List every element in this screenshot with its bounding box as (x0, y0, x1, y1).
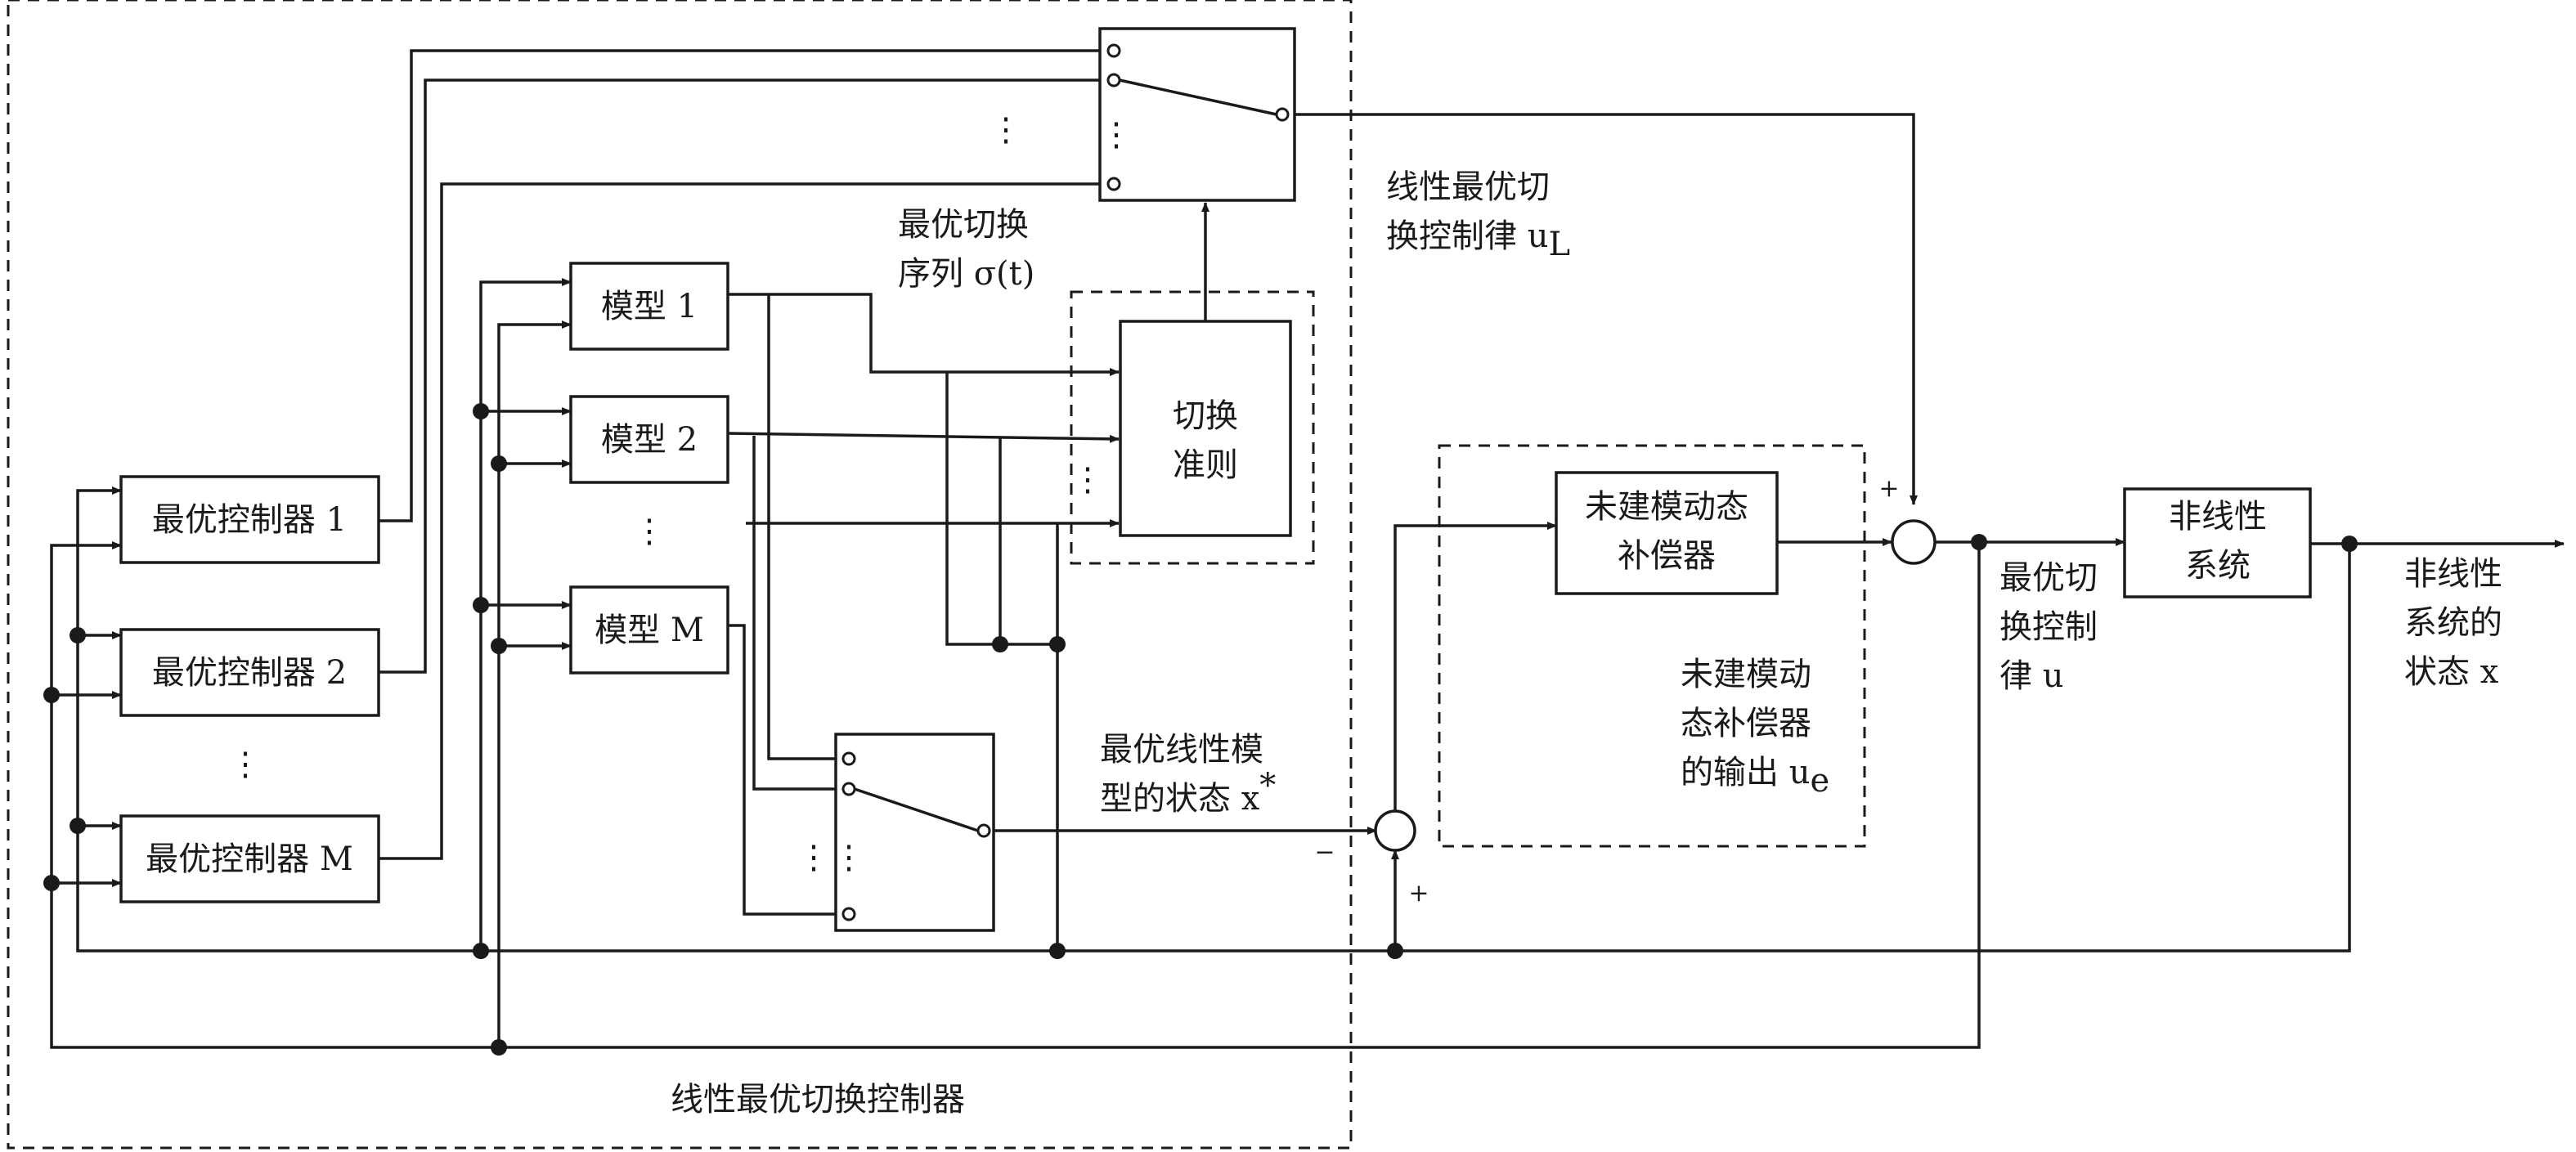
control-summing-junction (1891, 519, 1936, 565)
xstar-label-line-1: 最优线性模 (1100, 731, 1263, 769)
u-label-line-3: 律 u (1999, 657, 2063, 695)
junction-dots (43, 403, 2358, 1056)
model-1: 模型 1 (569, 262, 729, 351)
compensator-line-2: 补偿器 (1618, 537, 1716, 575)
controller-2-label: 最优控制器 2 (152, 654, 347, 692)
linear-optimal-switching-controller-region (7, 0, 1353, 1150)
model-m-label: 模型 M (595, 612, 704, 649)
unmodeled-dynamics-compensator: 未建模动态 补偿器 (1555, 471, 1779, 595)
outer-region-caption: 线性最优切换控制器 (671, 1081, 965, 1118)
signal-wires (50, 49, 2565, 1049)
criterion-line-1: 切换 (1173, 397, 1238, 435)
error-summing-junction (1374, 809, 1416, 852)
u-label-line-2: 换控制 (1999, 608, 2098, 646)
upper-plus-sign: + (1878, 474, 1899, 503)
optimal-controller-2: 最优控制器 2 (119, 628, 380, 717)
plant-line-2: 系统 (2185, 547, 2251, 585)
ue-label: 未建模动 态补偿器 的输出 ue (1681, 656, 1829, 800)
uL-label-line-2: 换控制律 uL (1386, 217, 1570, 263)
model-2: 模型 2 (569, 395, 729, 484)
upper-ellipsis: ⋮ (990, 111, 1022, 149)
ue-label-line-2: 态补偿器 (1681, 705, 1811, 742)
sigma-label-line-1: 最优切换 (898, 206, 1029, 244)
xstar-label: 最优线性模 型的状态 x* (1100, 731, 1276, 818)
model-2-label: 模型 2 (601, 421, 698, 459)
criterion-line-2: 准则 (1173, 446, 1238, 484)
model-ellipsis: ⋮ (633, 513, 666, 550)
switching-criterion-block: 切换 准则 ⋮ (1071, 320, 1292, 537)
plant-line-1: 非线性 (2169, 498, 2267, 536)
controller-ellipsis: ⋮ (229, 746, 262, 783)
uL-label: 线性最优切 换控制律 uL (1386, 168, 1570, 263)
controller-1-label: 最优控制器 1 (152, 501, 347, 539)
optimal-controller-m: 最优控制器 M (119, 814, 380, 903)
u-label: 最优切 换控制 律 u (1999, 559, 2098, 695)
lower-ellipsis: ⋮ (797, 839, 830, 876)
switch-port-ellipsis: ⋮ (1100, 116, 1133, 154)
ue-label-line-1: 未建模动 (1681, 656, 1811, 693)
ue-label-line-3: 的输出 ue (1681, 754, 1829, 800)
x-label-line-1: 非线性 (2404, 555, 2502, 593)
x-label-line-2: 系统的 (2404, 604, 2502, 642)
lower-plus-sign: + (1408, 879, 1429, 908)
controller-m-label: 最优控制器 M (146, 840, 353, 878)
xstar-label-line-2: 型的状态 x* (1100, 767, 1276, 818)
switching-criterion-region (1070, 290, 1315, 565)
optimal-controller-1: 最优控制器 1 (119, 475, 380, 564)
criterion-input-ellipsis: ⋮ (1071, 461, 1104, 499)
x-label-line-3: 状态 x (2404, 653, 2499, 691)
compensator-line-1: 未建模动态 (1585, 488, 1748, 526)
x-label: 非线性 系统的 状态 x (2404, 555, 2502, 691)
nonlinear-system-block: 非线性 系统 (2123, 487, 2312, 598)
lower-minus-sign: − (1314, 838, 1335, 867)
sigma-label: 最优切换 序列 σ(t) (898, 206, 1034, 293)
uL-label-line-1: 线性最优切 (1386, 168, 1550, 206)
u-label-line-1: 最优切 (1999, 559, 2098, 597)
controller-selector-switch: ⋮ ⋮ (990, 27, 1296, 202)
model-1-label: 模型 1 (601, 288, 698, 325)
model-selector-switch: ⋮ ⋮ (797, 733, 995, 932)
sigma-label-line-2: 序列 σ(t) (898, 255, 1034, 293)
lower-switch-port-ellipsis: ⋮ (832, 839, 865, 876)
model-m: 模型 M (569, 585, 729, 675)
